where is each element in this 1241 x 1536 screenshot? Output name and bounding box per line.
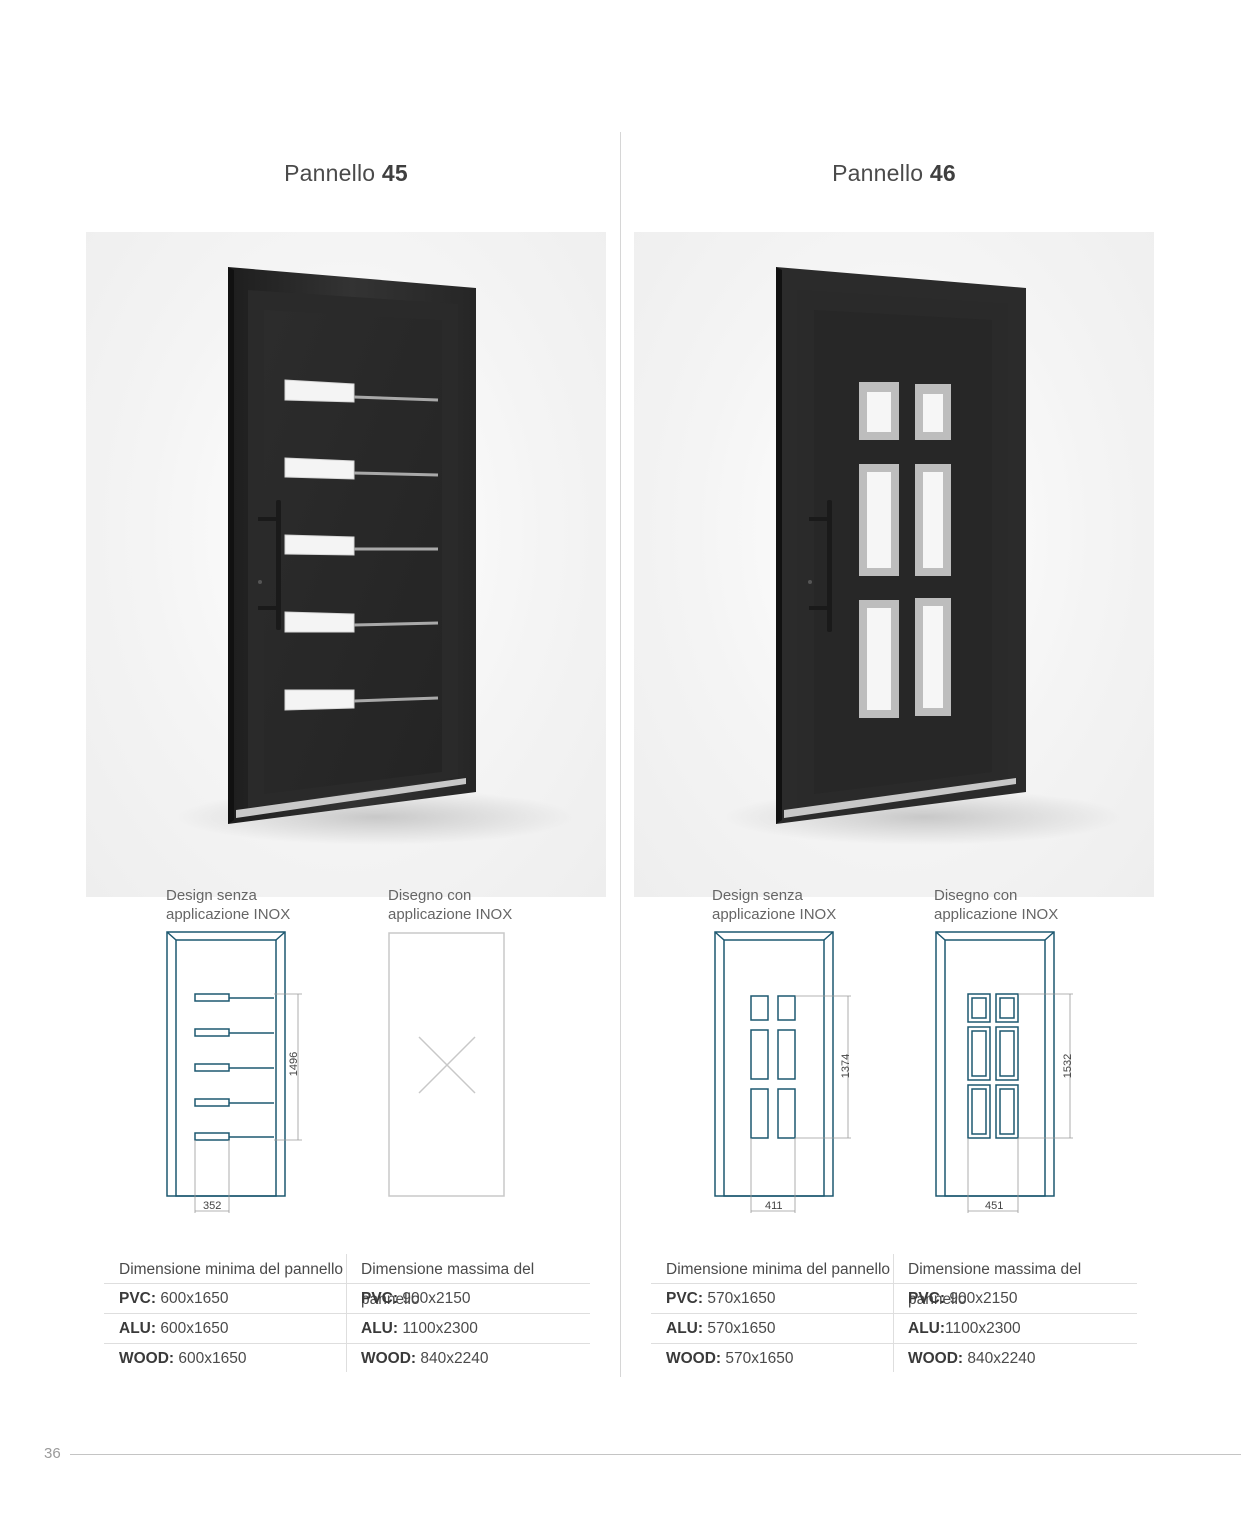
table-header-max: Dimensione massima del pannello bbox=[361, 1261, 535, 1308]
footer-rule bbox=[70, 1454, 1241, 1455]
table-header-min: Dimensione minima del pannello bbox=[666, 1261, 891, 1278]
panel-45-title-number: 45 bbox=[381, 160, 408, 186]
panel-46-caption-left: Design senza applicazione INOX bbox=[712, 887, 837, 923]
table-row: WOOD: 600x1650 bbox=[119, 1350, 247, 1367]
table-header-max: Dimensione massima del pannello bbox=[908, 1261, 1082, 1308]
panel-45-drawing-inox-unavailable bbox=[388, 932, 505, 1197]
table-row: WOOD: 840x2240 bbox=[361, 1350, 489, 1367]
panel-46-caption-right: Disegno con applicazione INOX bbox=[934, 887, 1059, 923]
panel-46-title: Pannello 46 bbox=[694, 160, 1094, 187]
door-45-render bbox=[176, 267, 576, 845]
table-row: ALU: 600x1650 bbox=[119, 1320, 229, 1337]
table-header-min: Dimensione minima del pannello bbox=[119, 1261, 344, 1278]
table-row: PVC: 900x2150 bbox=[908, 1290, 1018, 1307]
panel-45-title: Pannello 45 bbox=[146, 160, 546, 187]
panel-46-dimensions-table: Dimensione minima del pannello Dimension… bbox=[651, 1254, 1137, 1374]
panel-46-inox-width-dim: 451 bbox=[985, 1200, 1004, 1212]
panel-46-width-dim: 411 bbox=[765, 1200, 783, 1212]
panel-45-height-dim: 1496 bbox=[288, 1051, 301, 1077]
table-row: PVC: 900x2150 bbox=[361, 1290, 471, 1307]
center-divider bbox=[620, 132, 621, 1377]
panel-45-dimensions-table: Dimensione minima del pannello Dimension… bbox=[104, 1254, 590, 1374]
panel-46-drawing-plain bbox=[714, 931, 851, 1213]
table-row: WOOD: 840x2240 bbox=[908, 1350, 1036, 1367]
table-row: WOOD: 570x1650 bbox=[666, 1350, 794, 1367]
panel-45-title-prefix: Pannello bbox=[284, 160, 376, 186]
panel-46-title-prefix: Pannello bbox=[832, 160, 924, 186]
panel-46-inox-height-dim: 1532 bbox=[1062, 1053, 1075, 1079]
panel-45-drawing-plain bbox=[166, 931, 302, 1213]
panel-45-photo bbox=[86, 232, 606, 897]
panel-45-caption-right: Disegno con applicazione INOX bbox=[388, 887, 513, 923]
panel-46-height-dim: 1374 bbox=[840, 1053, 853, 1079]
table-row: ALU: 1100x2300 bbox=[361, 1320, 478, 1337]
panel-46-title-number: 46 bbox=[929, 160, 956, 186]
door-46-render bbox=[724, 267, 1124, 845]
page-number: 36 bbox=[44, 1445, 61, 1462]
panel-45-caption-left: Design senza applicazione INOX bbox=[166, 887, 291, 923]
table-row: ALU: 570x1650 bbox=[666, 1320, 776, 1337]
table-row: ALU:1100x2300 bbox=[908, 1320, 1021, 1337]
panel-45-width-dim: 352 bbox=[203, 1200, 222, 1212]
panel-46-drawing-inox bbox=[935, 931, 1073, 1213]
table-row: PVC: 600x1650 bbox=[119, 1290, 229, 1307]
table-row: PVC: 570x1650 bbox=[666, 1290, 776, 1307]
panel-46-photo bbox=[634, 232, 1154, 897]
